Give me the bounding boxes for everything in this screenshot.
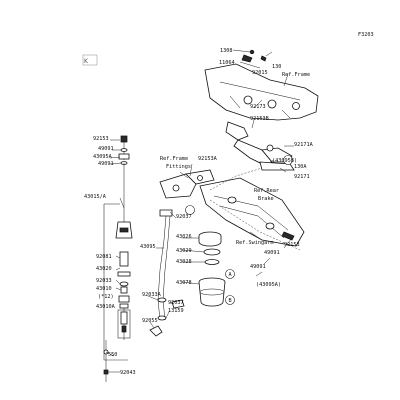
callout-43010: 43010 bbox=[96, 286, 112, 292]
ref-frame-fittings-line2: Fittings bbox=[166, 164, 191, 170]
callout-43028: 43028 bbox=[176, 259, 192, 265]
ref-frame-top: Ref.Frame bbox=[282, 72, 310, 78]
callout-12-paren: (*12) bbox=[98, 294, 114, 300]
callout-92171: 92171 bbox=[294, 174, 310, 180]
callout-130a: 130A bbox=[294, 164, 307, 170]
callout-43029: 43029 bbox=[176, 248, 192, 254]
callout-92015: 92015 bbox=[252, 70, 268, 76]
master-bolt-stack bbox=[118, 135, 130, 165]
leader-lines bbox=[105, 61, 294, 373]
callout-43095a-top: 43095A bbox=[93, 154, 113, 160]
marker-b-bottom bbox=[225, 295, 235, 305]
callout-130: 130 bbox=[272, 64, 281, 70]
callout-92033: 92033 bbox=[96, 278, 112, 284]
rear-brake-shield bbox=[199, 177, 305, 247]
callout-92153b: 92153B bbox=[250, 116, 269, 122]
reservoir-body bbox=[198, 277, 226, 307]
marker-b-label: B bbox=[229, 298, 232, 304]
marker-a-bottom bbox=[225, 269, 235, 279]
callout-92033a: 92033A bbox=[142, 292, 162, 298]
ref-rear-brake-line1: Ref.Rear bbox=[254, 188, 279, 194]
callout-43010a: 43010A bbox=[96, 304, 116, 310]
callout-92037-top: 92037 bbox=[176, 214, 192, 220]
callout-labels: 1308 130 11064 92015 Ref.Frame 92173 921… bbox=[84, 48, 314, 376]
marker-a-top bbox=[283, 155, 293, 165]
callout-43015a: 43015/A bbox=[84, 194, 107, 200]
bolt-130-icon bbox=[260, 51, 273, 62]
ref-frame-fittings-line1: Ref.Frame bbox=[160, 156, 188, 162]
marker-b-top bbox=[185, 205, 195, 215]
reservoir-plate bbox=[204, 259, 220, 265]
callout-92171a: 92171A bbox=[294, 142, 314, 148]
callout-49091-a: 49091 bbox=[98, 146, 114, 152]
reservoir-cap bbox=[198, 231, 222, 247]
callout-1308: 1308 bbox=[220, 48, 233, 54]
ref-rear-brake-line2: Brake bbox=[258, 196, 274, 202]
assembly-frame bbox=[103, 204, 128, 361]
callout-43095: 43095 bbox=[140, 244, 156, 250]
bolt-1308-icon bbox=[232, 49, 255, 55]
diagram-code: F3203 bbox=[358, 32, 374, 38]
callout-92173: 92173 bbox=[250, 104, 266, 110]
callout-92153: 92153 bbox=[93, 136, 109, 142]
callout-43026: 43026 bbox=[176, 234, 192, 240]
marker-a-label: A bbox=[229, 272, 233, 278]
callout-13159: 13159 bbox=[168, 308, 184, 314]
brake-ref-line bbox=[209, 167, 263, 191]
callout-92081: 92081 bbox=[96, 254, 112, 260]
swingarm-ref-line bbox=[209, 199, 301, 251]
callout-550: 550 bbox=[108, 352, 117, 358]
callout-92037-bottom: 92037 bbox=[168, 300, 184, 306]
reservoir-bracket bbox=[159, 169, 215, 199]
frame-bracket bbox=[204, 54, 319, 121]
callout-49091-right: 49091 bbox=[264, 250, 280, 256]
callout-43020: 43020 bbox=[96, 266, 112, 272]
callout-49091-right-2: 49091 bbox=[250, 264, 266, 270]
ref-swingarm: Ref.Swingarm bbox=[236, 240, 273, 246]
callout-92153a: 92153A bbox=[198, 156, 218, 162]
push-rod bbox=[103, 340, 109, 382]
reservoir-diaphragm bbox=[203, 248, 221, 256]
callout-92055: 92055 bbox=[142, 318, 158, 324]
callout-92153-right: 92153 bbox=[284, 242, 300, 248]
callout-43078: 43078 bbox=[176, 280, 192, 286]
kawasaki-watermark-icon: K bbox=[82, 54, 98, 66]
brake-hose bbox=[149, 209, 185, 337]
callout-43095a-right: (43095A) bbox=[256, 282, 281, 288]
callout-43095b-paren: (43095B) bbox=[272, 158, 297, 164]
callout-92043: 92043 bbox=[120, 370, 136, 376]
svg-text:K: K bbox=[84, 58, 89, 65]
callout-11064: 11064 bbox=[219, 60, 235, 66]
master-cylinder bbox=[115, 163, 133, 340]
callout-49091-b: 49091 bbox=[98, 161, 114, 167]
